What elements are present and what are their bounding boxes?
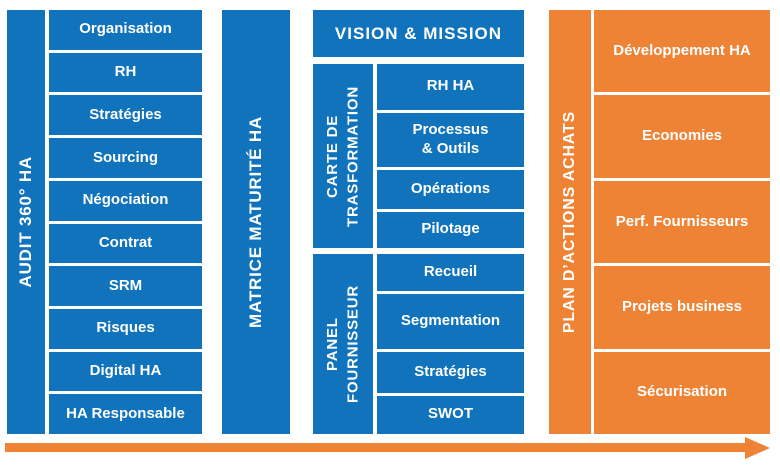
panel-item-strategies: Stratégies [377, 352, 524, 393]
carte-transformation-bar: CARTE DE TRASFORMATION [313, 64, 373, 248]
audit-items-column: Organisation RH Stratégies Sourcing Négo… [49, 10, 202, 435]
carte-items-column: RH HA Processus & Outils Opérations Pilo… [377, 64, 524, 248]
carte-item-processus-outils: Processus & Outils [377, 112, 524, 168]
panel-item-recueil: Recueil [377, 254, 524, 291]
audit-item-ha-responsable: HA Responsable [49, 394, 202, 435]
plan-item-economies: Economies [594, 95, 770, 178]
carte-item-pilotage: Pilotage [377, 211, 524, 248]
carte-transformation-title: CARTE DE TRASFORMATION [323, 85, 361, 227]
matrice-maturite-title: MATRICE MATURITÉ HA [245, 116, 265, 328]
carte-item-rh-ha: RH HA [377, 64, 524, 110]
panel-items-column: Recueil Segmentation Stratégies SWOT [377, 254, 524, 434]
timeline-arrow-head-icon [745, 436, 770, 459]
panel-fournisseur-bar: PANEL FOURNISSEUR [313, 254, 373, 434]
audit-360-title: AUDIT 360° HA [15, 156, 35, 288]
panel-item-segmentation: Segmentation [377, 293, 524, 350]
carte-item-operations: Opérations [377, 170, 524, 209]
audit-item-risques: Risques [49, 308, 202, 349]
audit-item-contrat: Contrat [49, 223, 202, 264]
plan-item-developpement-ha: Développement HA [594, 10, 770, 93]
plan-actions-bar: PLAN D’ACTIONS ACHATS [549, 10, 591, 434]
matrice-maturite-bar: MATRICE MATURITÉ HA [222, 10, 290, 434]
audit-item-organisation: Organisation [49, 10, 202, 50]
plan-item-projets-business: Projets business [594, 266, 770, 349]
audit-item-digital-ha: Digital HA [49, 351, 202, 392]
panel-item-swot: SWOT [377, 395, 524, 434]
audit-item-strategies: Stratégies [49, 95, 202, 136]
audit-item-negociation: Négociation [49, 180, 202, 221]
audit-360-bar: AUDIT 360° HA [7, 10, 45, 434]
panel-fournisseur-title: PANEL FOURNISSEUR [323, 285, 361, 403]
plan-actions-title: PLAN D’ACTIONS ACHATS [561, 110, 579, 334]
plan-item-perf-fournisseurs: Perf. Fournisseurs [594, 180, 770, 264]
audit-item-srm: SRM [49, 266, 202, 306]
audit-item-sourcing: Sourcing [49, 138, 202, 178]
audit-item-rh: RH [49, 52, 202, 93]
plan-item-securisation: Sécurisation [594, 351, 770, 435]
plan-items-column: Développement HA Economies Perf. Fournis… [594, 10, 770, 435]
vision-mission-header: VISION & MISSION [313, 10, 524, 57]
timeline-arrow-shaft [5, 443, 745, 452]
